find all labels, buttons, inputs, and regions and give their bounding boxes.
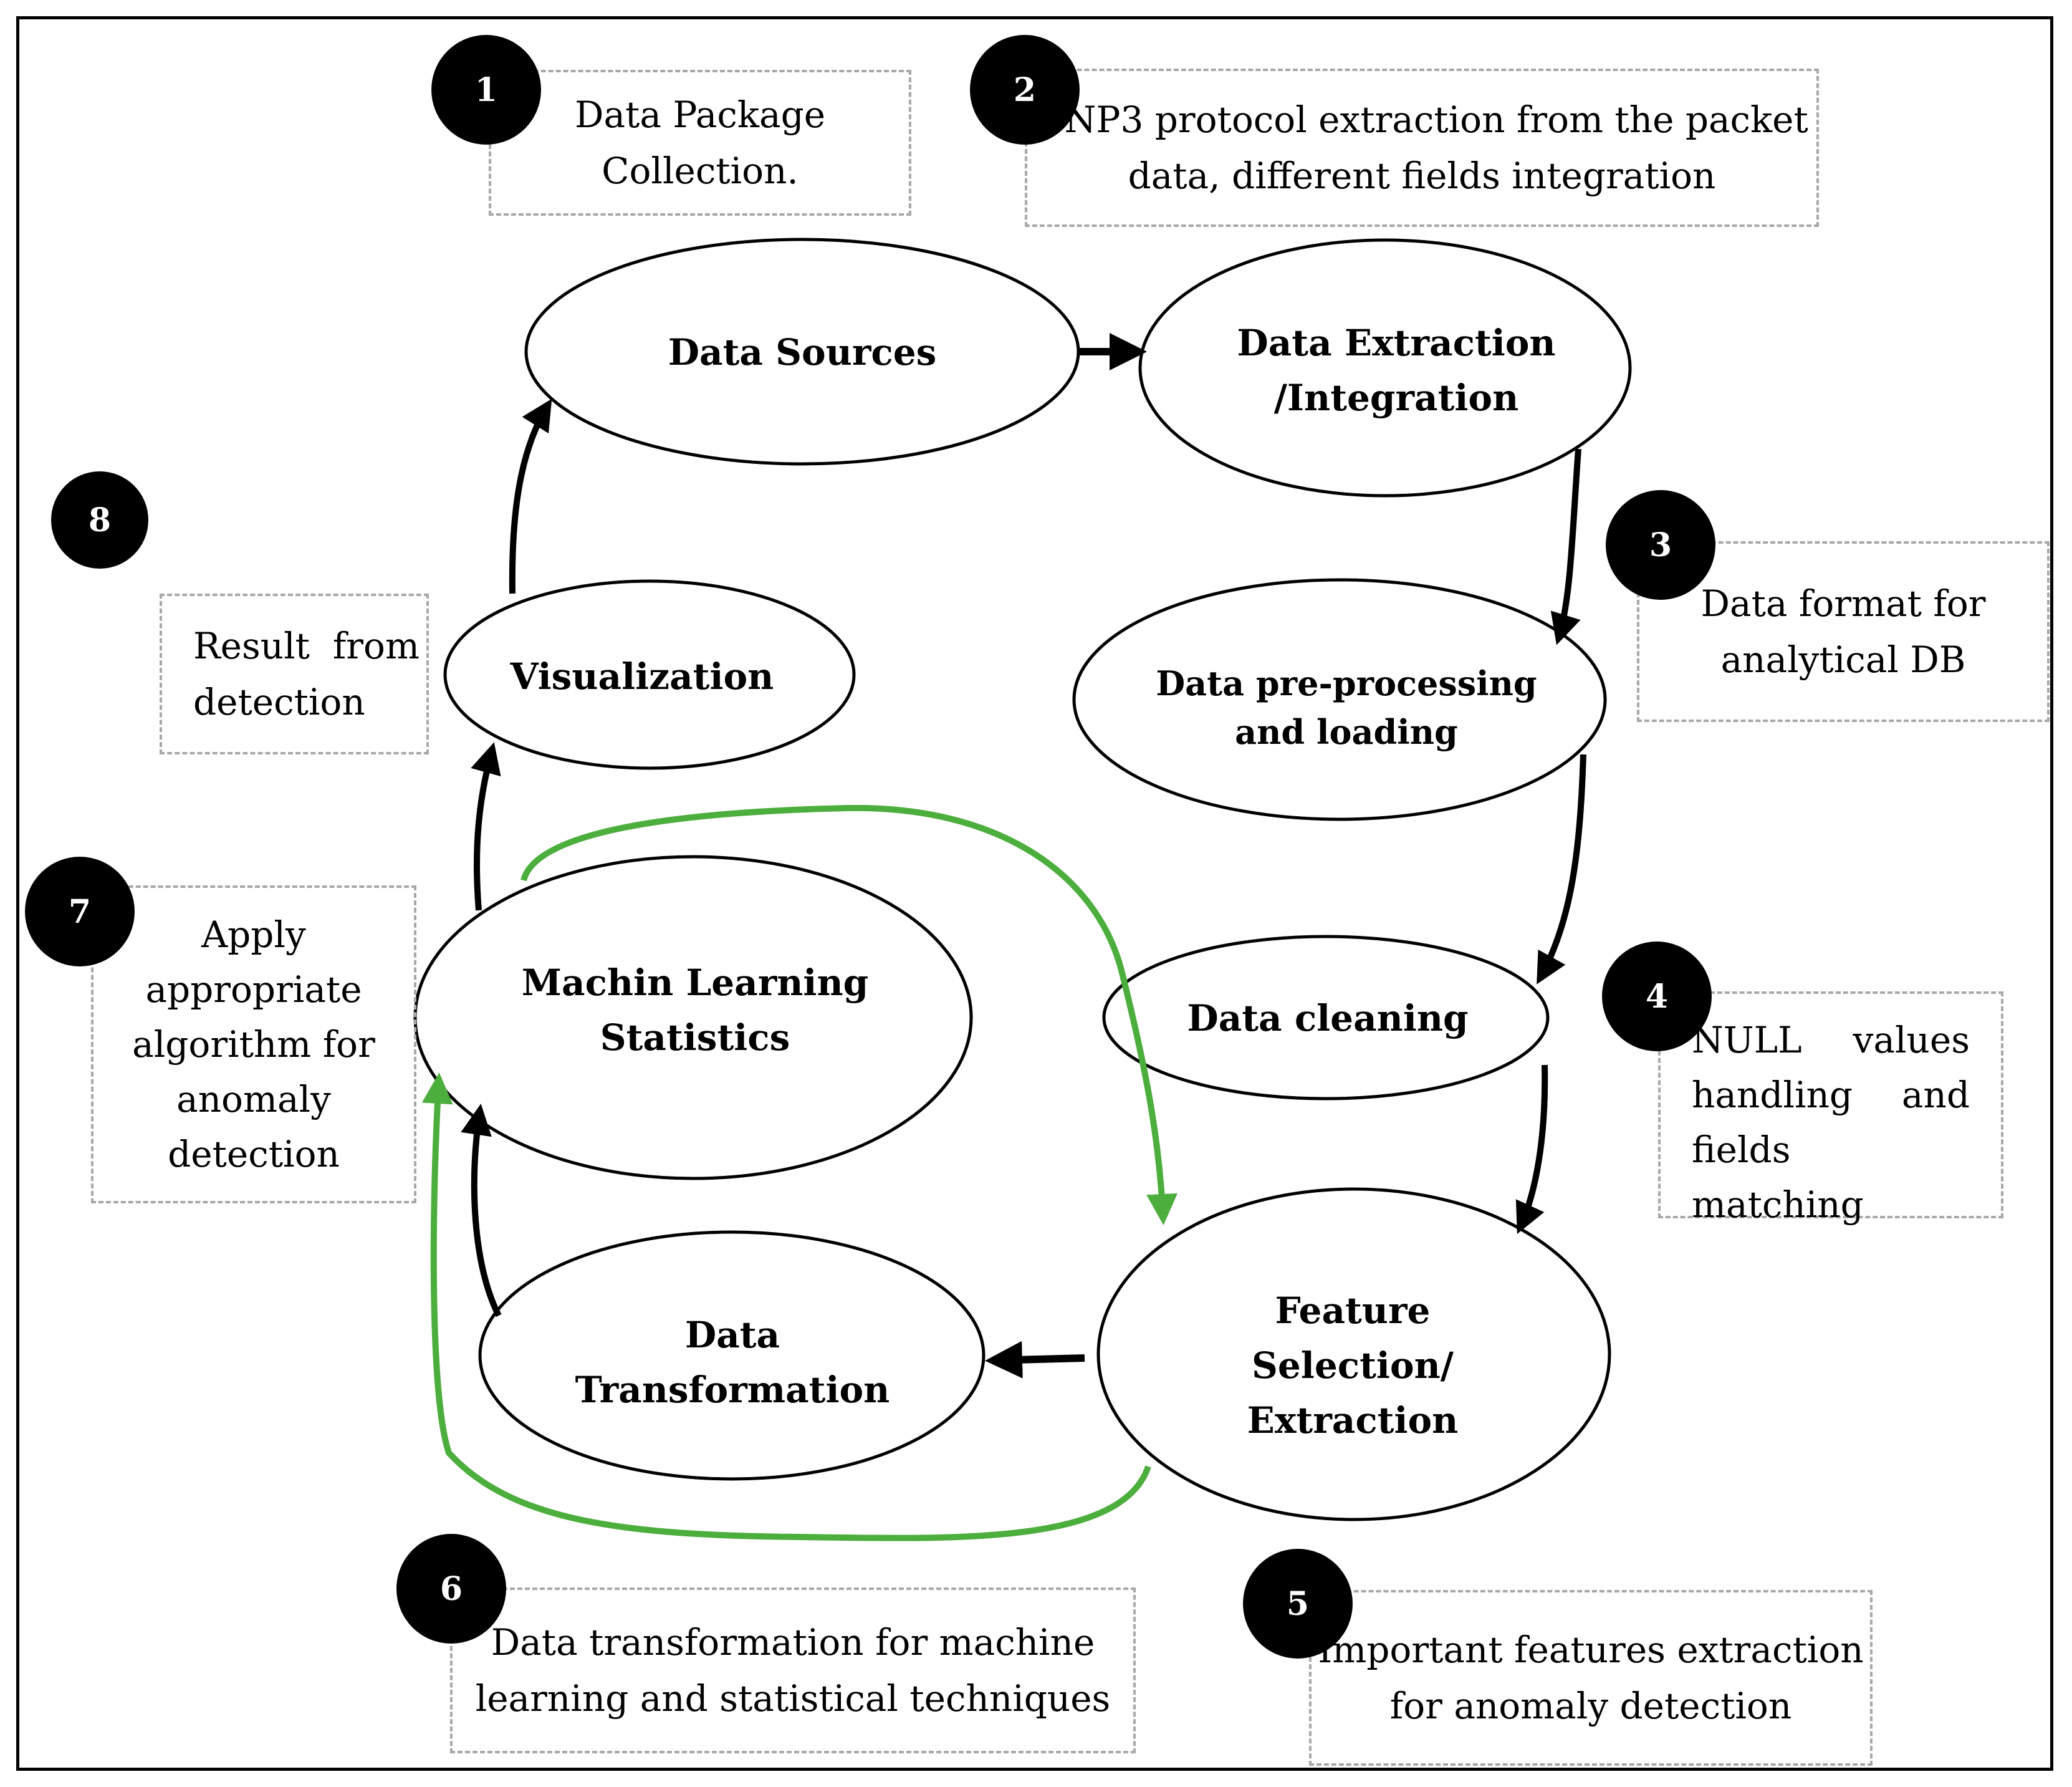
data-transformation-ellipse [478, 1230, 986, 1481]
data-preprocessing-ellipse [1072, 578, 1607, 821]
step-badge-2: 2 [970, 35, 1080, 145]
arrow-preprocessing-to-cleaning [1537, 754, 1586, 985]
node-machine-learning: Machin Learning Statistics [521, 961, 869, 1059]
node-data-preprocessing: Data pre-processing and loading [1156, 663, 1537, 752]
step-badge-4: 4 [1602, 942, 1712, 1051]
note-step-1: Data Package Collection. [489, 70, 911, 216]
note-step-7: Apply appropriate algorithm for anomaly … [91, 885, 416, 1203]
arrow-ml-to-visualization [471, 742, 501, 911]
step-badge-5: 5 [1243, 1549, 1353, 1659]
note-step-4: NULL values handling and fields matching [1658, 991, 2003, 1226]
figure-frame [16, 16, 2053, 1771]
step-badge-8: 8 [51, 471, 148, 569]
step-badge-7: 7 [25, 857, 135, 966]
node-data-transformation: Data Transformation [575, 1314, 890, 1411]
node-feature-selection: Feature Selection/ Extraction [1247, 1289, 1459, 1442]
arrow-visualization-to-sources [509, 398, 552, 594]
node-data-sources: Data Sources [668, 331, 937, 373]
node-data-extraction: Data Extraction /Integration [1237, 322, 1556, 419]
arrow-extraction-to-preprocessing [1550, 448, 1581, 645]
step-badge-6: 6 [396, 1534, 506, 1644]
green-arrow-feature-to-ml [421, 1072, 1151, 1541]
green-arrow-ml-to-feature [520, 804, 1178, 1225]
note-step-8: Result from detection [160, 594, 429, 754]
arrow-feature-to-transformation [985, 1341, 1085, 1379]
step-badge-1: 1 [431, 35, 541, 145]
note-step-5: Important features extraction for anomal… [1309, 1590, 1873, 1766]
note-step-3: Data format for analytical DB [1637, 541, 2050, 722]
arrow-cleaning-to-feature [1515, 1064, 1548, 1235]
node-visualization: Visualization [510, 655, 774, 698]
node-data-cleaning: Data cleaning [1187, 997, 1469, 1039]
step-badge-3: 3 [1606, 490, 1715, 600]
feature-selection-ellipse [1096, 1187, 1611, 1521]
visualization-ellipse [443, 579, 856, 770]
data-cleaning-ellipse [1102, 935, 1550, 1101]
note-step-2: DNP3 protocol extraction from the packet… [1025, 69, 1819, 227]
note-step-6: Data transformation for machine learning… [450, 1587, 1136, 1753]
arrow-transformation-to-ml [461, 1104, 502, 1317]
